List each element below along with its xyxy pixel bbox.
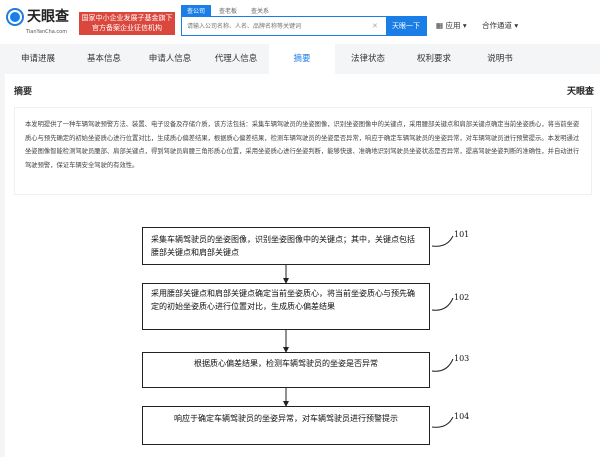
- apps-label: 应用: [445, 21, 461, 30]
- tab-applicant[interactable]: 申请人信息: [148, 54, 192, 64]
- apps-menu[interactable]: ▦ 应用 ▾: [436, 20, 467, 31]
- panel-title: 摘要: [14, 87, 33, 97]
- grid-icon: ▦: [436, 21, 446, 30]
- caret-down-icon: ▾: [460, 21, 467, 30]
- leader-line: [431, 358, 454, 372]
- caret-down-icon: ▾: [512, 21, 519, 30]
- step-label: 103: [454, 354, 470, 363]
- logo-text: 天眼查: [27, 9, 69, 25]
- flow-step-box: 采集车辆驾驶员的坐姿图像，识别坐姿图像中的关键点；其中，关键点包括腰部关键点和肩…: [142, 227, 430, 265]
- step-label: 101: [454, 230, 470, 239]
- coop-label: 合作通道: [482, 21, 512, 30]
- search-tab-boss[interactable]: 查老板: [219, 8, 238, 15]
- logo[interactable]: 天眼查: [6, 8, 69, 26]
- top-header: 天眼查 TianYanCha.com 国家中小企业发展子基金旗下 官方备案企业征…: [0, 0, 600, 44]
- logo-subtext: TianYanCha.com: [26, 29, 68, 35]
- clear-icon[interactable]: ✕: [372, 22, 378, 30]
- badge-line1: 国家中小企业发展子基金旗下: [81, 14, 173, 22]
- leader-line: [431, 416, 454, 428]
- search-bar: ✕ 天眼一下: [181, 16, 427, 36]
- search-button[interactable]: 天眼一下: [386, 17, 426, 35]
- step-label: 102: [454, 293, 470, 302]
- leader-line: [431, 235, 454, 247]
- tab-abstract[interactable]: 摘要: [269, 44, 335, 74]
- search-tab-company[interactable]: 查公司: [181, 5, 212, 16]
- step-label: 104: [454, 412, 470, 421]
- abstract-panel: 摘要 天眼查 本发明提供了一种车辆驾驶预警方法、装置、电子设备及存储介质，该方法…: [5, 74, 600, 457]
- flow-step-box: 根据质心偏差结果，检测车辆驾驶员的坐姿是否异常: [142, 352, 430, 388]
- leader-line: [431, 297, 454, 311]
- coop-menu[interactable]: 合作通道 ▾: [482, 20, 518, 31]
- search-tab-relation[interactable]: 查关系: [251, 8, 270, 15]
- search-tabs: 查公司 查老板 查关系: [181, 5, 277, 16]
- tab-agent[interactable]: 代理人信息: [214, 54, 258, 64]
- search-input[interactable]: [182, 17, 372, 35]
- tab-progress[interactable]: 申请进展: [20, 54, 55, 64]
- abstract-text: 本发明提供了一种车辆驾驶预警方法、装置、电子设备及存储介质，该方法包括：采集车辆…: [14, 107, 592, 195]
- flow-step-box: 采用腰部关键点和肩部关键点确定当前坐姿质心，将当前坐姿质心与预先确定的初始坐姿质…: [142, 283, 430, 330]
- badge-line2: 官方备案企业征信机构: [92, 24, 162, 32]
- tab-description[interactable]: 说明书: [487, 54, 513, 64]
- tab-claims[interactable]: 权利要求: [416, 54, 451, 64]
- nav-tabs: 申请进展 基本信息 申请人信息 代理人信息 摘要 法律状态 权利要求 说明书: [5, 44, 600, 74]
- flow-step-box: 响应于确定车辆驾驶员的坐姿异常，对车辆驾驶员进行预警提示: [142, 406, 430, 445]
- badge[interactable]: 国家中小企业发展子基金旗下 官方备案企业征信机构: [79, 12, 175, 35]
- tab-basic-info[interactable]: 基本信息: [86, 54, 121, 64]
- tab-legal-status[interactable]: 法律状态: [350, 54, 385, 64]
- logo-icon: [8, 10, 22, 24]
- panel-brand-logo: 天眼查: [566, 87, 594, 97]
